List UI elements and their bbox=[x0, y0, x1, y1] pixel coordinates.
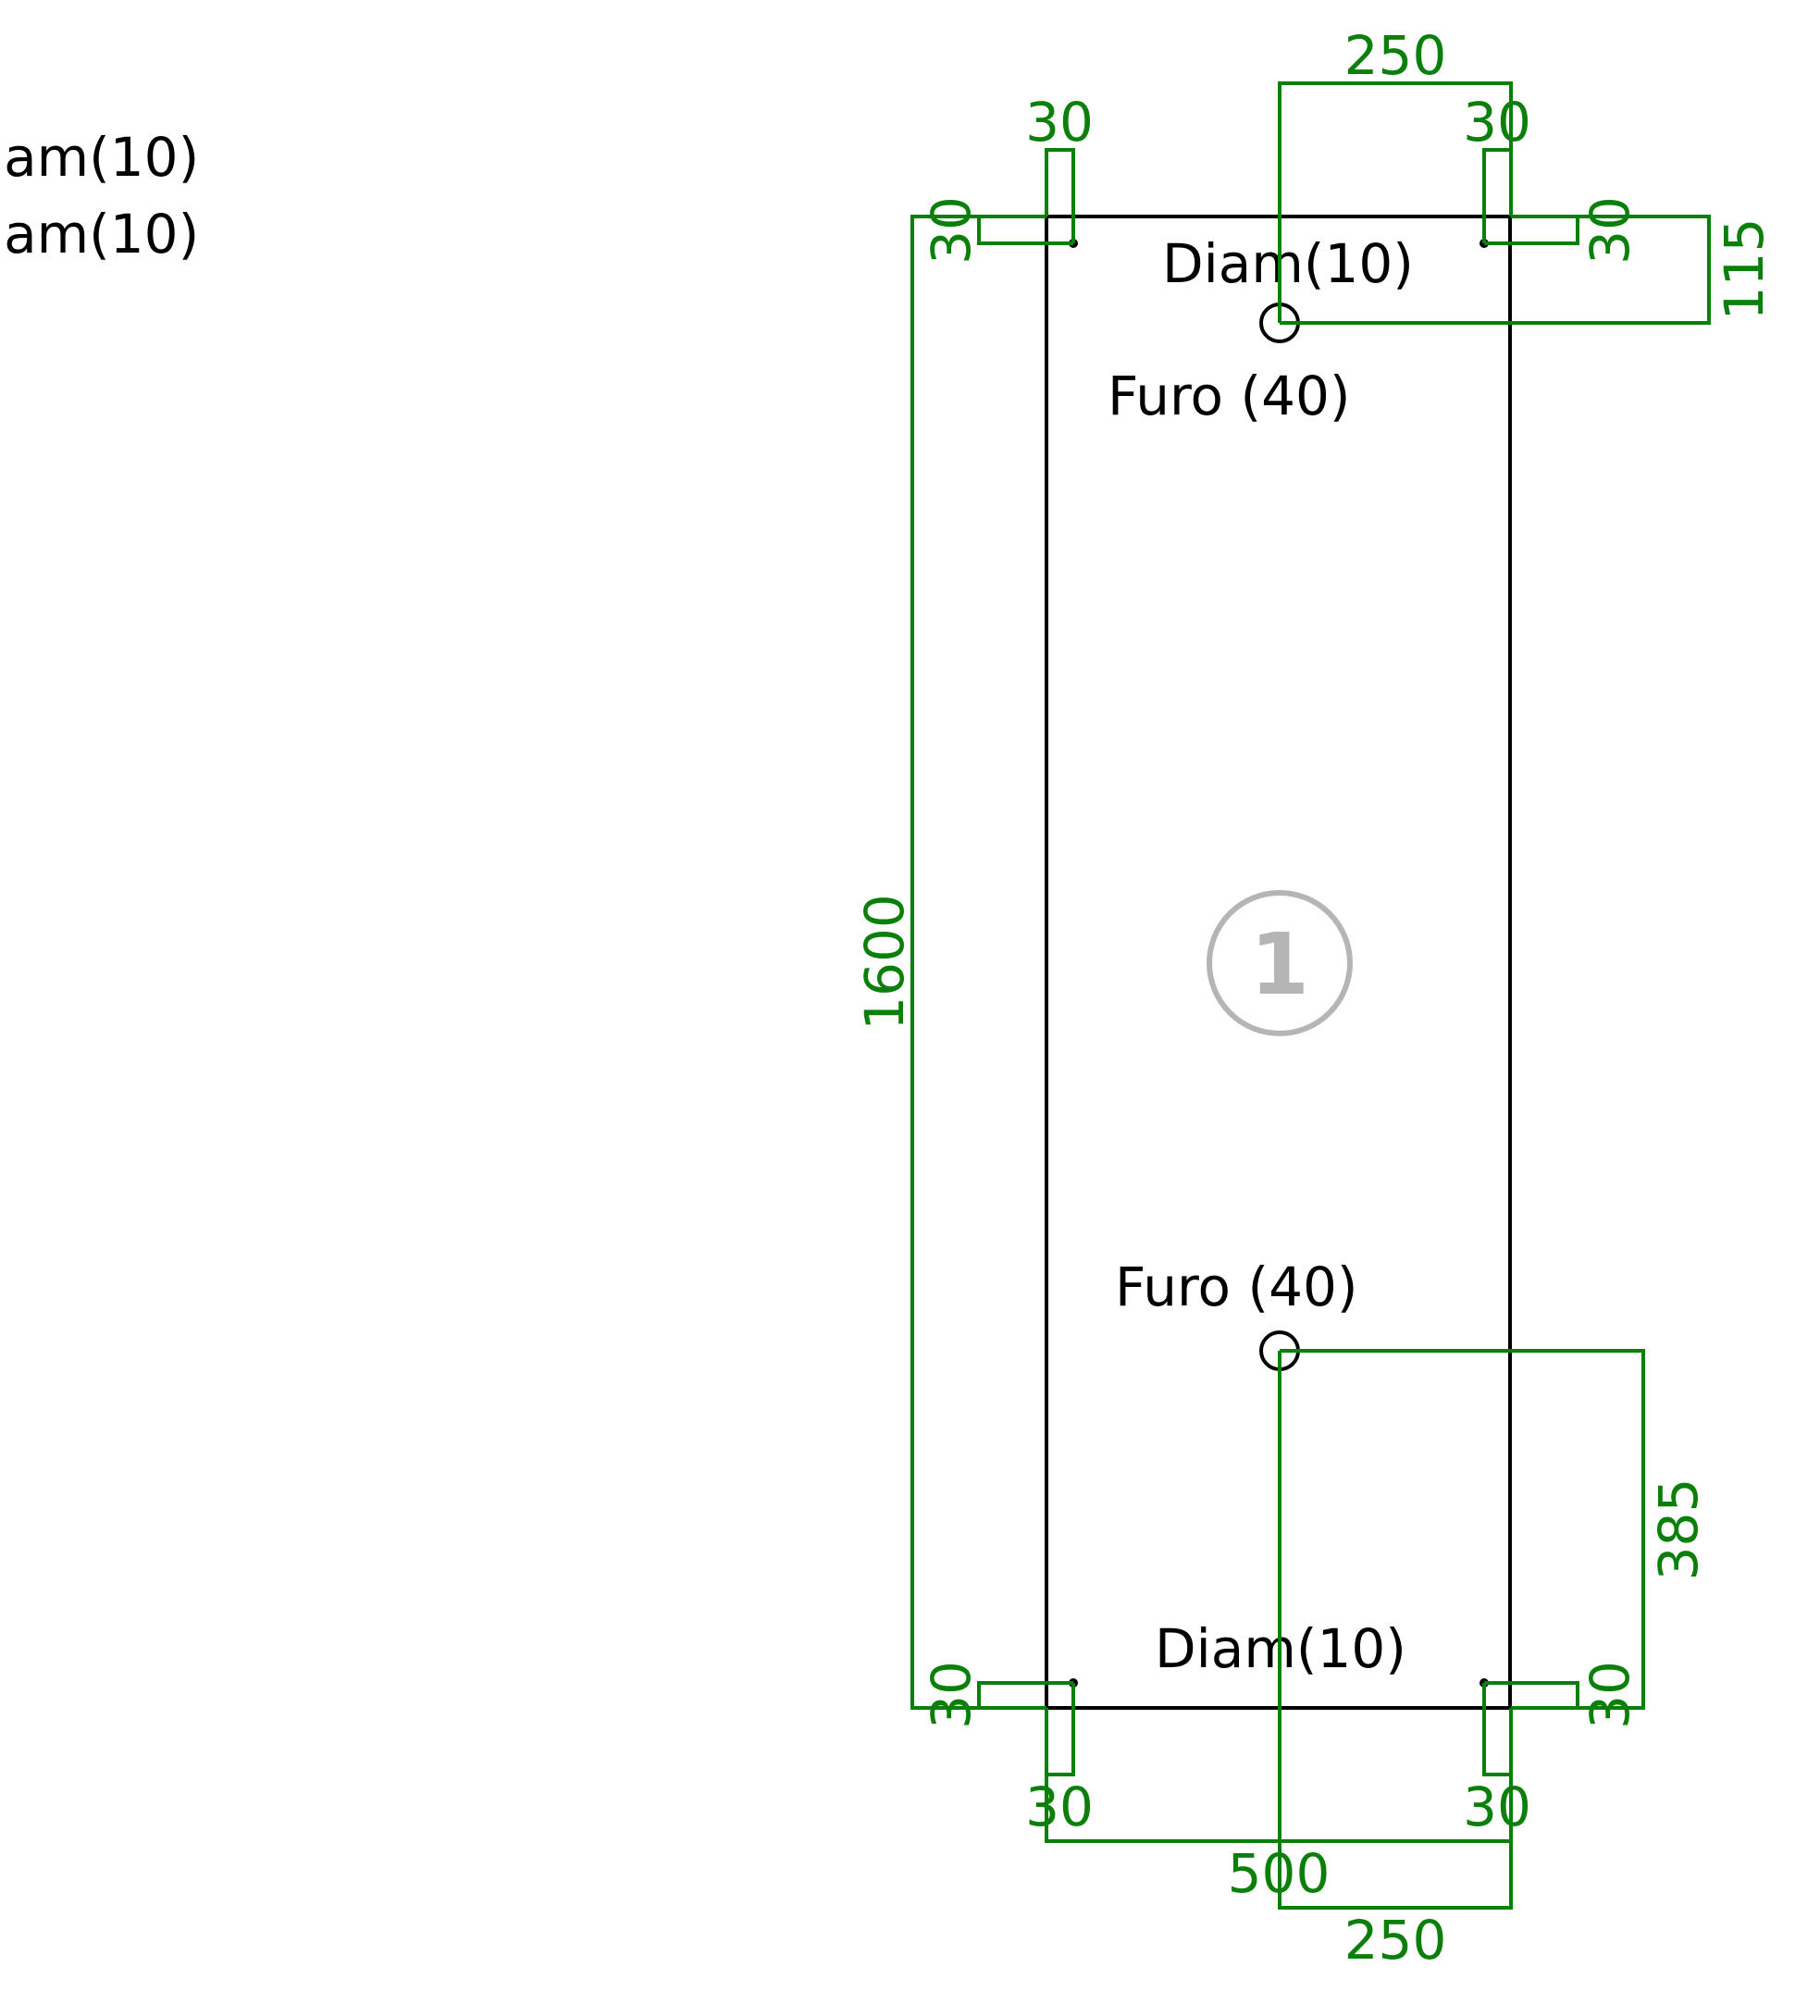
part-number-circle bbox=[1207, 890, 1353, 1036]
dimension-right-top-30: 30 bbox=[1484, 196, 1641, 265]
dimension-top-left-30: 30 bbox=[1025, 91, 1094, 243]
dimension-left-bottom-30: 30 bbox=[920, 1661, 1073, 1729]
furo-label-bottom: Furo (40) bbox=[1115, 1255, 1358, 1318]
dimension-value: 30 bbox=[1025, 1775, 1094, 1838]
dimension-value: 30 bbox=[920, 196, 983, 265]
dimension-value: 30 bbox=[1025, 91, 1094, 154]
dimension-value: 30 bbox=[1463, 1775, 1531, 1838]
dimension-right-385: 385 bbox=[1280, 1349, 1710, 1710]
dimension-bottom-250: 250 bbox=[1278, 1351, 1513, 1972]
dimension-bottom-left-30: 30 bbox=[1025, 1683, 1094, 1838]
legend-item-1: iam(10) bbox=[0, 126, 199, 189]
dimension-value: 30 bbox=[1579, 1661, 1641, 1729]
dimension-value: 250 bbox=[1344, 1909, 1447, 1972]
dimension-left-1600: 1600 bbox=[853, 215, 1046, 1710]
diam-label-top: Diam(10) bbox=[1162, 232, 1414, 295]
legend-item-2: iam(10) bbox=[0, 203, 199, 266]
dimension-value: 30 bbox=[1579, 196, 1641, 265]
dimension-value: 30 bbox=[1463, 91, 1531, 154]
dimension-right-bottom-30: 30 bbox=[1484, 1661, 1641, 1729]
dimension-right-115: 115 bbox=[1280, 215, 1776, 325]
dimension-value: 1600 bbox=[853, 894, 916, 1031]
dimension-value: 385 bbox=[1647, 1478, 1710, 1581]
dimension-top-right-30: 30 bbox=[1463, 91, 1531, 243]
dimension-value: 250 bbox=[1344, 24, 1447, 87]
part-number: 1 bbox=[1250, 915, 1309, 1014]
dimension-bottom-right-30: 30 bbox=[1463, 1683, 1531, 1838]
dimension-left-top-30: 30 bbox=[920, 196, 1073, 265]
dimension-value: 30 bbox=[920, 1661, 983, 1729]
dimension-value: 115 bbox=[1713, 218, 1776, 321]
furo-label-top: Furo (40) bbox=[1108, 365, 1351, 427]
